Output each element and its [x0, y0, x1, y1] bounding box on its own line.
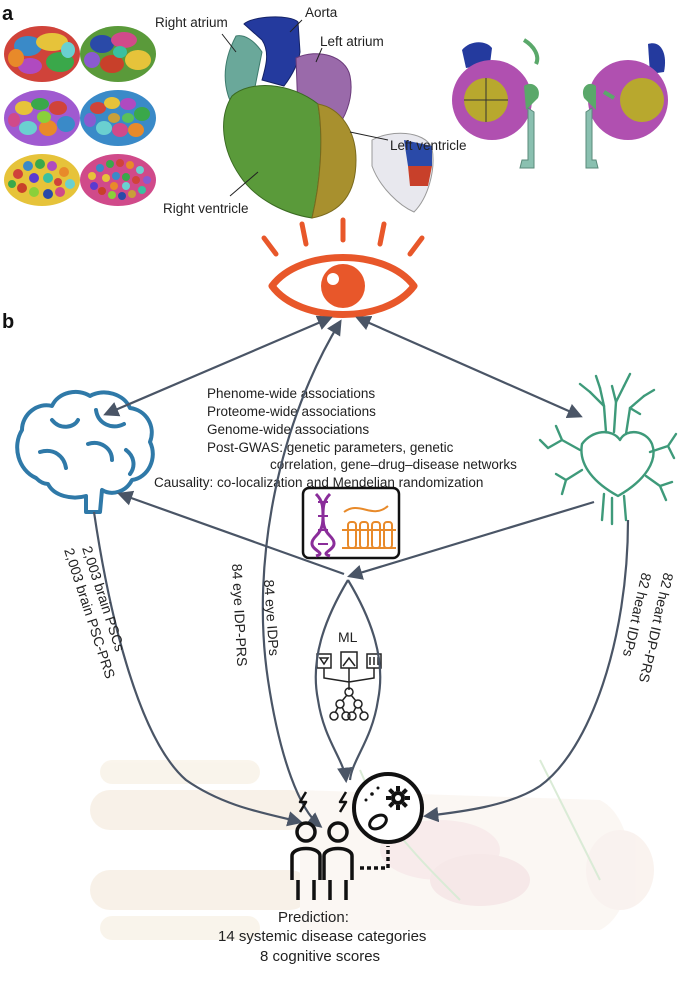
brain-render-4 [80, 90, 156, 146]
label-eye-idp-prs: 84 eye IDP-PRS [229, 563, 250, 666]
heart-vessels-icon [538, 372, 678, 526]
brain-icon [15, 389, 155, 514]
assoc-phenome: Phenome-wide associations [207, 386, 375, 401]
panel-a-letter: a [2, 3, 14, 25]
association-list: Phenome-wide associations Proteome-wide … [154, 386, 517, 490]
label-right-atrium: Right atrium [155, 15, 228, 30]
eye-model-left [452, 38, 540, 169]
prediction-block: Prediction: 14 systemic disease categori… [218, 909, 426, 965]
pathogen-icon [352, 772, 424, 844]
prediction-cognitive-scores: 8 cognitive scores [260, 948, 380, 965]
prediction-disease-categories: 14 systemic disease categories [218, 928, 426, 945]
flow-arrows [92, 315, 630, 828]
brain-render-6 [80, 154, 156, 206]
brain-parcellation-grid [4, 26, 156, 206]
prediction-title: Prediction: [278, 909, 349, 926]
label-left-ventricle: Left ventricle [390, 138, 467, 153]
assoc-post-gwas-1: Post-GWAS: genetic parameters, genetic [207, 440, 454, 455]
label-aorta: Aorta [305, 5, 338, 20]
eye-model-right [582, 43, 668, 169]
label-eye-idps: 84 eye IDPs [261, 579, 282, 656]
dna-lab-icon [301, 486, 401, 560]
brain-render-3 [4, 90, 80, 146]
heart-model [223, 16, 434, 219]
assoc-proteome: Proteome-wide associations [207, 404, 376, 419]
panel-b-letter: b [2, 311, 14, 333]
brain-render-5 [4, 154, 80, 206]
heart-leader-lines [221, 19, 389, 197]
label-left-atrium: Left atrium [320, 34, 384, 49]
assoc-genome: Genome-wide associations [207, 422, 369, 437]
people-icon [290, 791, 390, 900]
ml-label: ML [338, 629, 358, 645]
brain-render-2 [80, 26, 156, 82]
assoc-post-gwas-2: correlation, gene–drug–disease networks [270, 457, 517, 472]
eye-icon [261, 217, 425, 318]
label-right-ventricle: Right ventricle [163, 201, 249, 216]
brain-render-1 [4, 26, 80, 82]
ml-network-icon [316, 651, 382, 721]
